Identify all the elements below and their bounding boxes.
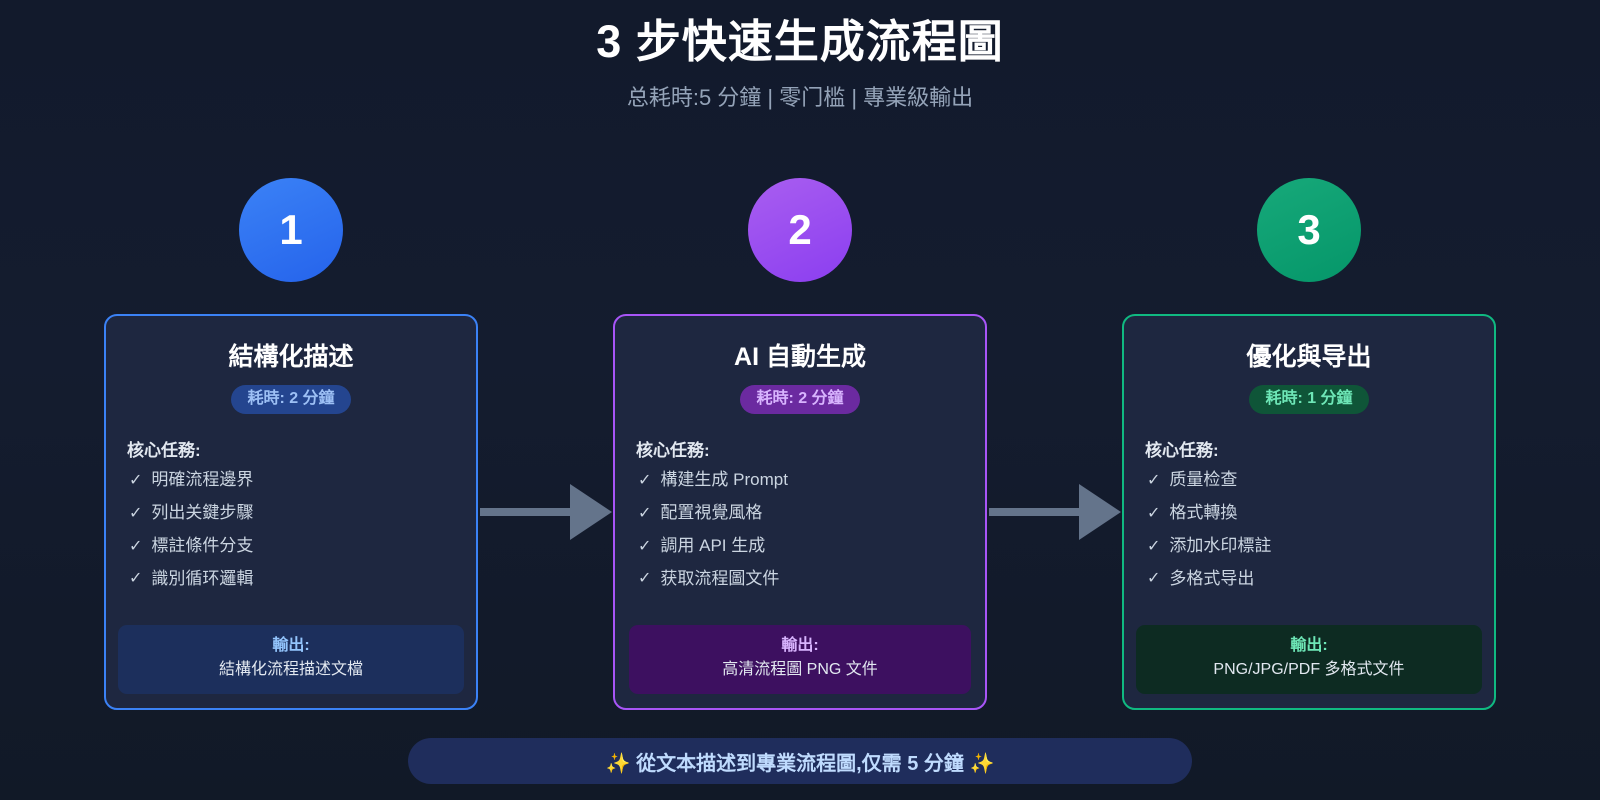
tasks-label-1: 核心任務:	[127, 441, 201, 460]
task-item: ✓ 添加水印標註	[1147, 535, 1477, 558]
output-box-3: 輸出: PNG/JPG/PDF 多格式文件	[1136, 625, 1482, 694]
step-title-3: 優化與导出	[1246, 343, 1372, 371]
step-title-1: 結構化描述	[228, 343, 354, 371]
step-card-1[interactable]: 結構化描述 耗時: 2 分鐘 核心任務: ✓ 明確流程邊界 ✓ 列出关鍵步驟 ✓	[104, 314, 478, 710]
task-item: ✓ 质量检查	[1147, 469, 1477, 492]
output-value-3: PNG/JPG/PDF 多格式文件	[1213, 661, 1405, 679]
tasks-label-3: 核心任務:	[1145, 441, 1219, 460]
step-card-3[interactable]: 優化與导出 耗時: 1 分鐘 核心任務: ✓ 质量检查 ✓ 格式轉換 ✓	[1122, 314, 1496, 710]
task-list-2: ✓ 構建生成 Prompt ✓ 配置視覺風格 ✓ 調用 API 生成 ✓ 获取流…	[632, 469, 968, 601]
task-item: ✓ 获取流程圖文件	[638, 568, 968, 591]
check-icon: ✓	[129, 570, 143, 588]
output-value-1: 結構化流程描述文檔	[218, 661, 363, 679]
task-label: 格式轉換	[1169, 502, 1238, 522]
task-item: ✓ 多格式导出	[1147, 568, 1477, 591]
check-icon: ✓	[1147, 471, 1161, 489]
step-number-badge-3: 3	[1257, 178, 1361, 282]
task-label: 構建生成 Prompt	[660, 470, 788, 489]
step-number-1: 1	[279, 206, 303, 253]
footer-text: ✨ 從文本描述到專業流程圖,仅需 5 分鐘 ✨	[605, 752, 995, 775]
check-icon: ✓	[638, 471, 652, 489]
duration-badge-1: 耗時: 2 分鐘	[231, 385, 351, 414]
task-label: 多格式导出	[1169, 568, 1255, 588]
task-label: 配置視覺風格	[660, 502, 763, 522]
check-icon: ✓	[129, 537, 143, 555]
page-subtitle: 总耗時:5 分鐘 | 零门槛 | 專業級輸出	[626, 85, 974, 111]
step-column-3: 3 優化與导出 耗時: 1 分鐘 核心任務: ✓ 质量检查 ✓ 格式轉換	[1122, 178, 1496, 710]
step-title-2: AI 自動生成	[734, 343, 866, 371]
arrow-shaft	[479, 508, 570, 516]
output-label-3: 輸出:	[1290, 637, 1328, 655]
duration-badge-3: 耗時: 1 分鐘	[1249, 385, 1369, 414]
output-box-1: 輸出: 結構化流程描述文檔	[118, 625, 464, 694]
check-icon: ✓	[129, 504, 143, 522]
task-item: ✓ 明確流程邊界	[129, 469, 459, 492]
tasks-label-2: 核心任務:	[636, 441, 710, 460]
arrow-shaft	[988, 508, 1079, 516]
task-item: ✓ 列出关鍵步驟	[129, 502, 459, 525]
arrow-1-to-2	[478, 314, 613, 710]
step-number-badge-2: 2	[748, 178, 852, 282]
task-label: 质量检查	[1169, 470, 1238, 489]
task-item: ✓ 構建生成 Prompt	[638, 469, 968, 492]
header: 3 步快速生成流程圖 总耗時:5 分鐘 | 零门槛 | 專業級輸出	[0, 0, 1600, 112]
step-column-1: 1 結構化描述 耗時: 2 分鐘 核心任務: ✓ 明確流程邊界 ✓ 列出关鍵步驟	[104, 178, 478, 710]
output-label-1: 輸出:	[272, 637, 310, 655]
output-value-2: 高清流程圖 PNG 文件	[722, 661, 878, 679]
duration-badge-wrap-1: 耗時: 2 分鐘	[123, 385, 459, 414]
step-number-2: 2	[788, 206, 812, 253]
task-list-1: ✓ 明確流程邊界 ✓ 列出关鍵步驟 ✓ 標註條件分支 ✓ 識別循环邏輯	[123, 469, 459, 601]
task-list-3: ✓ 质量检查 ✓ 格式轉換 ✓ 添加水印標註 ✓ 多格式导出	[1141, 469, 1477, 601]
footer-banner: ✨ 從文本描述到專業流程圖,仅需 5 分鐘 ✨	[408, 738, 1192, 784]
arrow-icon	[479, 484, 612, 540]
task-label: 調用 API 生成	[660, 535, 766, 555]
output-box-2: 輸出: 高清流程圖 PNG 文件	[629, 625, 971, 694]
check-icon: ✓	[1147, 504, 1161, 522]
step-card-2[interactable]: AI 自動生成 耗時: 2 分鐘 核心任務: ✓ 構建生成 Prompt ✓ 配…	[613, 314, 987, 710]
arrow-head	[569, 484, 612, 540]
output-label-2: 輸出:	[781, 637, 819, 655]
arrow-head	[1078, 484, 1121, 540]
task-item: ✓ 識別循环邏輯	[129, 568, 459, 591]
task-label: 標註條件分支	[151, 535, 254, 555]
check-icon: ✓	[638, 570, 652, 588]
task-label: 获取流程圖文件	[660, 568, 780, 588]
check-icon: ✓	[1147, 570, 1161, 588]
duration-badge-wrap-2: 耗時: 2 分鐘	[632, 385, 968, 414]
task-label: 添加水印標註	[1169, 535, 1272, 555]
arrow-2-to-3	[987, 314, 1122, 710]
steps-row: 1 結構化描述 耗時: 2 分鐘 核心任務: ✓ 明確流程邊界 ✓ 列出关鍵步驟	[0, 178, 1600, 718]
task-item: ✓ 格式轉換	[1147, 502, 1477, 525]
task-label: 識別循环邏輯	[151, 568, 254, 588]
step-number-3: 3	[1297, 206, 1321, 253]
check-icon: ✓	[638, 537, 652, 555]
check-icon: ✓	[638, 504, 652, 522]
task-item: ✓ 標註條件分支	[129, 535, 459, 558]
step-number-badge-1: 1	[239, 178, 343, 282]
page-title: 3 步快速生成流程圖	[596, 16, 1004, 67]
task-item: ✓ 配置視覺風格	[638, 502, 968, 525]
step-column-2: 2 AI 自動生成 耗時: 2 分鐘 核心任務: ✓ 構建生成 Prompt ✓…	[613, 178, 987, 710]
check-icon: ✓	[1147, 537, 1161, 555]
duration-badge-wrap-3: 耗時: 1 分鐘	[1141, 385, 1477, 414]
task-label: 明確流程邊界	[151, 470, 254, 489]
task-label: 列出关鍵步驟	[151, 502, 254, 522]
task-item: ✓ 調用 API 生成	[638, 535, 968, 558]
duration-badge-2: 耗時: 2 分鐘	[740, 385, 860, 414]
arrow-icon	[988, 484, 1121, 540]
check-icon: ✓	[129, 471, 143, 489]
